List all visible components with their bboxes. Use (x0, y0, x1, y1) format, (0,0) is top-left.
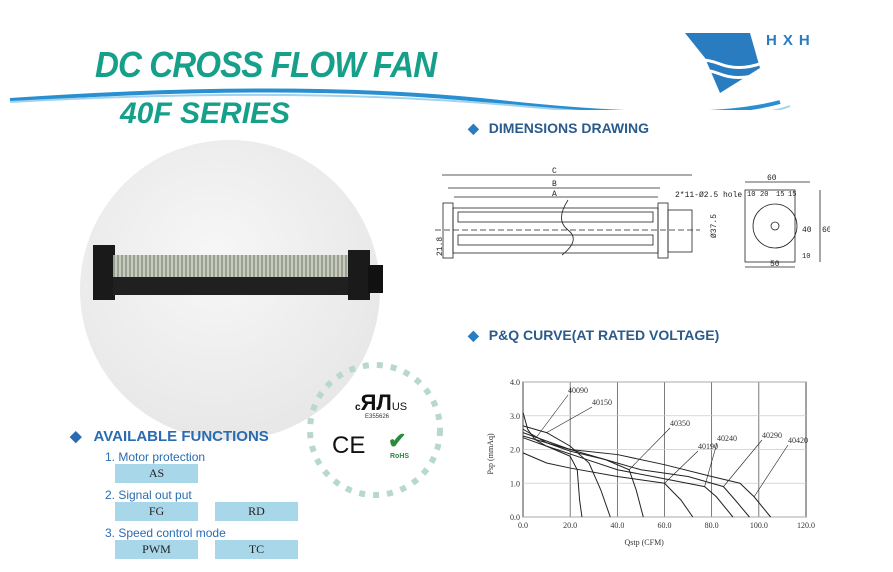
ce-mark: CE (332, 432, 366, 459)
series-label: 40420 (788, 436, 808, 445)
dim-15: 15 (788, 191, 796, 199)
series-label: 40240 (717, 434, 737, 443)
dim-a: A (552, 190, 557, 199)
y-axis-label: Psp (mmAq) (486, 433, 495, 474)
x-tick-label: 20.0 (563, 521, 577, 530)
series-label: 40290 (762, 431, 782, 440)
dim-width-50: 50 (770, 260, 780, 269)
diamond-icon: ◆ (468, 120, 479, 136)
dim-10: 10 (802, 253, 810, 261)
leader-line (753, 444, 789, 497)
series-label: 40090 (568, 386, 588, 395)
leader-line (723, 439, 763, 487)
ul-file-number: E355626 (365, 414, 390, 420)
y-tick-label: 4.0 (510, 378, 520, 387)
dim-15: 15 (776, 191, 784, 199)
dim-diameter: Ø37.5 (710, 214, 719, 238)
pq-curve-chart: 0.0 20.0 40.0 60.0 80.0 100.0 120.0 0.0 1.0 2.0 3.… (486, 378, 815, 547)
series-title: 40F SERIES (120, 97, 291, 130)
cert-ring (307, 362, 443, 498)
hxh-logo (680, 33, 766, 93)
x-tick-label: 60.0 (658, 521, 672, 530)
series-line-40190 (522, 452, 694, 518)
dim-height: 21.8 (436, 237, 445, 256)
series-label: 40350 (670, 419, 690, 428)
y-tick-label: 0.0 (510, 513, 520, 522)
leader-line (664, 450, 699, 484)
section-dimensions: ◆ DIMENSIONS DRAWING (468, 120, 649, 137)
leader-line (704, 442, 718, 487)
x-tick-label: 0.0 (518, 521, 528, 530)
series-line-40090 (522, 412, 583, 518)
leader-line (534, 394, 569, 440)
series-label: 40150 (592, 398, 612, 407)
x-tick-label: 100.0 (750, 521, 768, 530)
leader-line (546, 406, 593, 433)
dim-height-60: 60 (822, 226, 830, 235)
diamond-icon: ◆ (70, 428, 82, 445)
ul-mark: cЯЛUS (355, 390, 408, 415)
dim-20: 20 (760, 191, 768, 199)
x-axis-label: Qstp (CFM) (625, 538, 665, 547)
function-label: 2. Signal out put (105, 488, 192, 502)
dim-40: 40 (802, 226, 812, 235)
y-tick-label: 3.0 (510, 412, 520, 421)
diamond-icon: ◆ (468, 327, 479, 343)
function-option-pwm: PWM (115, 540, 198, 559)
series-line-40240 (522, 437, 734, 518)
section-label: P&Q CURVE(AT RATED VOLTAGE) (488, 327, 720, 343)
series-line-40150 (522, 425, 611, 518)
page-title: DC CROSS FLOW FAN (95, 44, 437, 85)
function-option-tc: TC (215, 540, 298, 559)
section-label: DIMENSIONS DRAWING (488, 120, 650, 136)
x-tick-label: 80.0 (705, 521, 719, 530)
series-line-40290 (522, 435, 750, 518)
x-tick-label: 120.0 (797, 521, 815, 530)
x-tick-label: 40.0 (610, 521, 624, 530)
function-option-rd: RD (215, 502, 298, 521)
series-line-40420 (522, 432, 772, 518)
function-label: 1. Motor protection (105, 450, 206, 464)
series-label: 40190 (698, 442, 718, 451)
wave-decoration (9, 88, 791, 110)
leader-line (628, 427, 671, 470)
check-icon: ✔ (388, 428, 407, 453)
function-label: 3. Speed control mode (105, 526, 226, 540)
dim-c: C (552, 167, 557, 176)
dim-hole: 2*11-Ø2.5 hole (675, 191, 742, 200)
y-tick-label: 1.0 (510, 479, 520, 488)
fan-product-image (93, 245, 383, 300)
rohs-mark: RoHS (390, 453, 410, 460)
section-functions: ◆ AVAILABLE FUNCTIONS (70, 427, 269, 445)
function-option-fg: FG (115, 502, 198, 521)
dim-10: 10 (747, 191, 755, 199)
dimensions-drawing: C B A 2*11-Ø2.5 hole Ø37.5 21.8 60 10 20… (435, 167, 830, 269)
dim-width-60: 60 (767, 174, 777, 183)
section-label: AVAILABLE FUNCTIONS (93, 428, 269, 445)
y-tick-label: 2.0 (510, 446, 520, 455)
section-curve: ◆ P&Q CURVE(AT RATED VOLTAGE) (468, 327, 719, 344)
dim-b: B (552, 180, 557, 189)
function-option-as: AS (115, 464, 198, 483)
brand-name: HXH (766, 32, 816, 49)
